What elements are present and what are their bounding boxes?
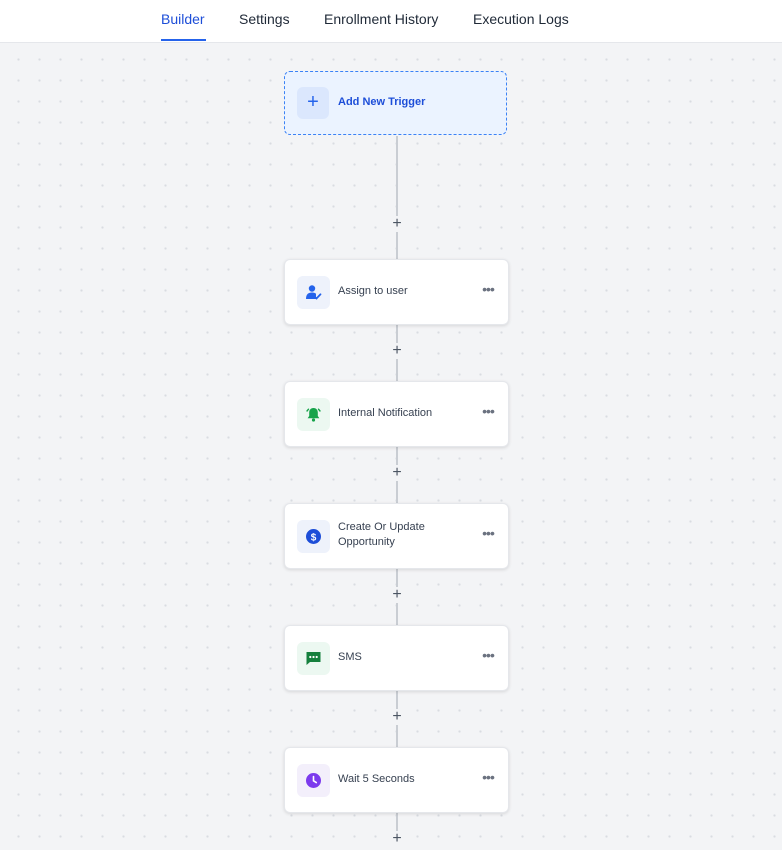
action-card-wait[interactable]: Wait 5 Seconds ••• [284, 747, 509, 813]
more-options-icon[interactable]: ••• [482, 769, 495, 785]
connector-line [396, 568, 398, 588]
dollar-icon: $ [297, 520, 330, 553]
action-card-create-or-update-opportunity[interactable]: $ Create Or Update Opportunity ••• [284, 503, 509, 569]
add-step-button[interactable]: + [389, 343, 405, 359]
top-nav: Builder Settings Enrollment History Exec… [0, 0, 782, 43]
connector-line [396, 232, 398, 260]
connector-line [396, 136, 398, 216]
connector-line [396, 358, 398, 381]
tab-builder[interactable]: Builder [161, 11, 205, 27]
message-icon [297, 642, 330, 675]
connector-line [396, 480, 398, 503]
add-step-button[interactable]: + [389, 831, 405, 847]
bell-icon [297, 398, 330, 431]
add-new-trigger-button[interactable]: + Add New Trigger [284, 71, 507, 135]
action-label: SMS [338, 651, 362, 663]
connector-line [396, 724, 398, 747]
tab-execution-logs[interactable]: Execution Logs [473, 11, 569, 27]
tab-enrollment-history[interactable]: Enrollment History [324, 11, 439, 27]
add-step-button[interactable]: + [389, 587, 405, 603]
active-tab-indicator [161, 39, 206, 41]
connector-line [396, 446, 398, 466]
connector-line [396, 812, 398, 832]
connector-line [396, 602, 398, 625]
tab-settings[interactable]: Settings [239, 11, 290, 27]
action-card-internal-notification[interactable]: Internal Notification ••• [284, 381, 509, 447]
more-options-icon[interactable]: ••• [482, 281, 495, 297]
action-label: Create Or Update Opportunity [338, 521, 425, 548]
add-step-button[interactable]: + [389, 465, 405, 481]
clock-icon [297, 764, 330, 797]
action-label: Assign to user [338, 285, 408, 297]
more-options-icon[interactable]: ••• [482, 647, 495, 663]
action-label: Wait 5 Seconds [338, 773, 415, 785]
add-step-button[interactable]: + [389, 709, 405, 725]
trigger-label: Add New Trigger [338, 96, 426, 108]
plus-icon: + [297, 87, 329, 119]
action-label: Internal Notification [338, 407, 433, 419]
more-options-icon[interactable]: ••• [482, 525, 495, 541]
connector-line [396, 690, 398, 710]
action-card-sms[interactable]: SMS ••• [284, 625, 509, 691]
add-step-button[interactable]: + [389, 216, 405, 232]
user-check-icon [297, 276, 330, 309]
action-card-assign-to-user[interactable]: Assign to user ••• [284, 259, 509, 325]
connector-line [396, 324, 398, 344]
svg-text:$: $ [311, 532, 317, 543]
more-options-icon[interactable]: ••• [482, 403, 495, 419]
